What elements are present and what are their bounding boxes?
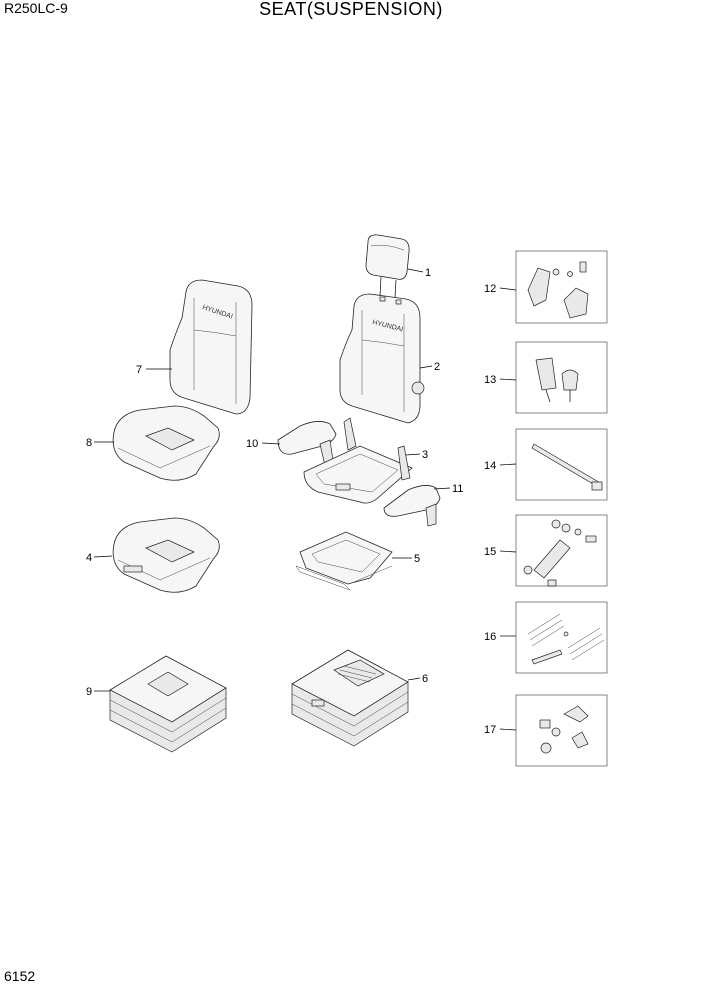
callout-11: 11 — [452, 483, 463, 495]
detail-box-16 — [515, 601, 608, 674]
part-suspension-assembly — [291, 649, 409, 747]
callout-8: 8 — [86, 437, 92, 449]
part-slide-rail — [295, 531, 393, 591]
callout-17: 17 — [484, 724, 496, 736]
callout-13: 13 — [484, 374, 496, 386]
callout-15: 15 — [484, 546, 496, 558]
part-seat-cover — [112, 405, 220, 481]
model-code: R250LC-9 — [4, 0, 68, 16]
leader-lines — [93, 268, 517, 731]
callout-labels: 1 2 3 4 5 6 7 8 9 10 11 12 13 14 15 16 1… — [86, 267, 496, 736]
callout-10: 10 — [246, 438, 258, 450]
part-armrest-right — [383, 485, 441, 527]
detail-box-13 — [515, 341, 608, 414]
part-backrest: HYUNDAI — [339, 293, 425, 424]
detail-box-14 — [515, 428, 608, 501]
callout-16: 16 — [484, 631, 496, 643]
callout-3: 3 — [422, 449, 428, 461]
detail-box-17 — [515, 694, 608, 767]
callout-5: 5 — [414, 553, 420, 565]
part-seat-frame — [303, 417, 413, 504]
callout-7: 7 — [136, 364, 142, 376]
detail-box-12 — [515, 250, 608, 324]
callout-14: 14 — [484, 460, 496, 472]
page-number: 6152 — [4, 968, 36, 984]
callout-4: 4 — [86, 552, 92, 564]
part-headrest — [365, 234, 410, 299]
callout-1: 1 — [425, 267, 431, 279]
part-seat-cushion — [112, 517, 220, 593]
callout-12: 12 — [484, 283, 496, 295]
callout-6: 6 — [422, 673, 428, 685]
callout-9: 9 — [86, 686, 92, 698]
part-suspension-base — [109, 655, 227, 753]
part-backrest-cover: HYUNDAI — [169, 279, 253, 415]
detail-box-15 — [515, 514, 608, 587]
callout-2: 2 — [434, 361, 440, 373]
page-title: SEAT(SUSPENSION) — [259, 0, 443, 19]
